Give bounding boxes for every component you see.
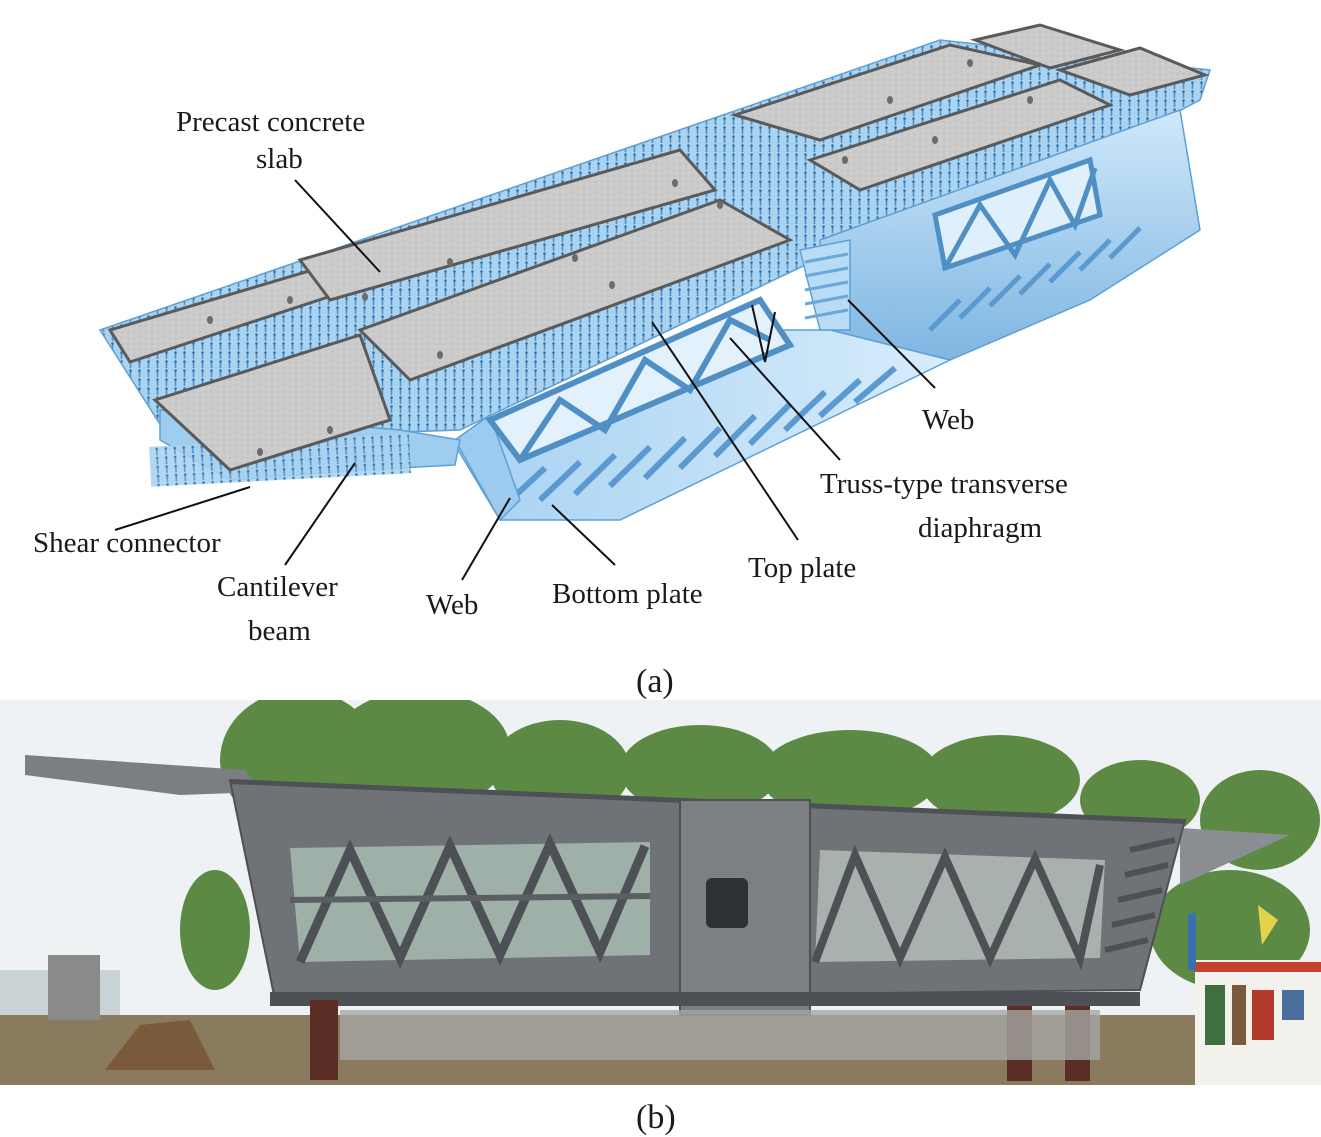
bottom-flange: [270, 992, 1140, 1006]
truss-frame-right: [811, 844, 1105, 971]
leader-bottom-plate: [551, 504, 616, 566]
label-precast-line2: slab: [256, 143, 303, 175]
photo-panel: (b): [0, 700, 1321, 1137]
leader-precast: [294, 179, 381, 273]
truss-diaphragm: [485, 296, 795, 464]
web-stiffeners-photo: [1104, 837, 1176, 953]
caption-b: (b): [636, 1099, 676, 1136]
cantilever-left: [25, 755, 262, 795]
leader-web-right: [847, 299, 936, 389]
slab-2: [152, 333, 392, 472]
flag-yellow: [1258, 905, 1278, 945]
dirt-mound: [105, 1020, 215, 1070]
leader-top-plate: [651, 321, 799, 541]
small-house: [48, 955, 100, 1020]
label-web-left: Web: [426, 589, 478, 621]
slab-3: [297, 148, 718, 302]
flag-blue: [1188, 912, 1196, 970]
bottom-ribs-right: [928, 226, 1142, 332]
label-cantilever-line1: Cantilever: [217, 571, 338, 603]
leader-truss-3: [764, 311, 776, 363]
pier-left: [310, 1000, 338, 1080]
slab-8: [1055, 46, 1210, 97]
label-cantilever-line2: beam: [248, 615, 311, 647]
web-left: [454, 413, 521, 522]
building-panels: [1205, 985, 1304, 1045]
label-truss-line2: diaphragm: [918, 512, 1042, 544]
leader-truss-2: [751, 304, 766, 363]
slab-6: [806, 78, 1114, 192]
box-girder-schematic: Precast concrete slab Web Truss-type tra…: [33, 23, 1212, 700]
label-top-plate: Top plate: [748, 552, 856, 584]
leader-web-left: [461, 497, 511, 581]
truss-frame-left: [289, 833, 651, 969]
label-shear-connector: Shear connector: [33, 527, 221, 559]
caption-a: (a): [636, 663, 674, 700]
label-truss-line1: Truss-type transverse: [820, 468, 1068, 500]
leader-truss-1: [729, 337, 841, 461]
building-roof: [1195, 962, 1321, 972]
web-stiffeners: [804, 252, 849, 320]
slab-7: [969, 23, 1126, 70]
slab-holes: [207, 59, 1033, 456]
schematic-panel: Precast concrete slab Web Truss-type tra…: [33, 23, 1212, 700]
leader-cantilever: [284, 462, 356, 566]
access-hole: [706, 878, 748, 928]
label-web-right: Web: [922, 404, 974, 436]
site-fence: [340, 1010, 1100, 1060]
leader-lines: [114, 179, 936, 581]
label-bottom-plate: Bottom plate: [552, 578, 703, 610]
truss-diaphragm-right: [932, 156, 1103, 272]
slab-4: [357, 198, 794, 382]
precast-slabs: [107, 23, 1210, 472]
cantilever-right: [1180, 828, 1290, 885]
label-precast-line1: Precast concrete: [176, 106, 365, 138]
leader-shear: [114, 486, 251, 531]
girder-photo: (b): [0, 700, 1321, 1136]
bottom-ribs: [502, 365, 897, 508]
